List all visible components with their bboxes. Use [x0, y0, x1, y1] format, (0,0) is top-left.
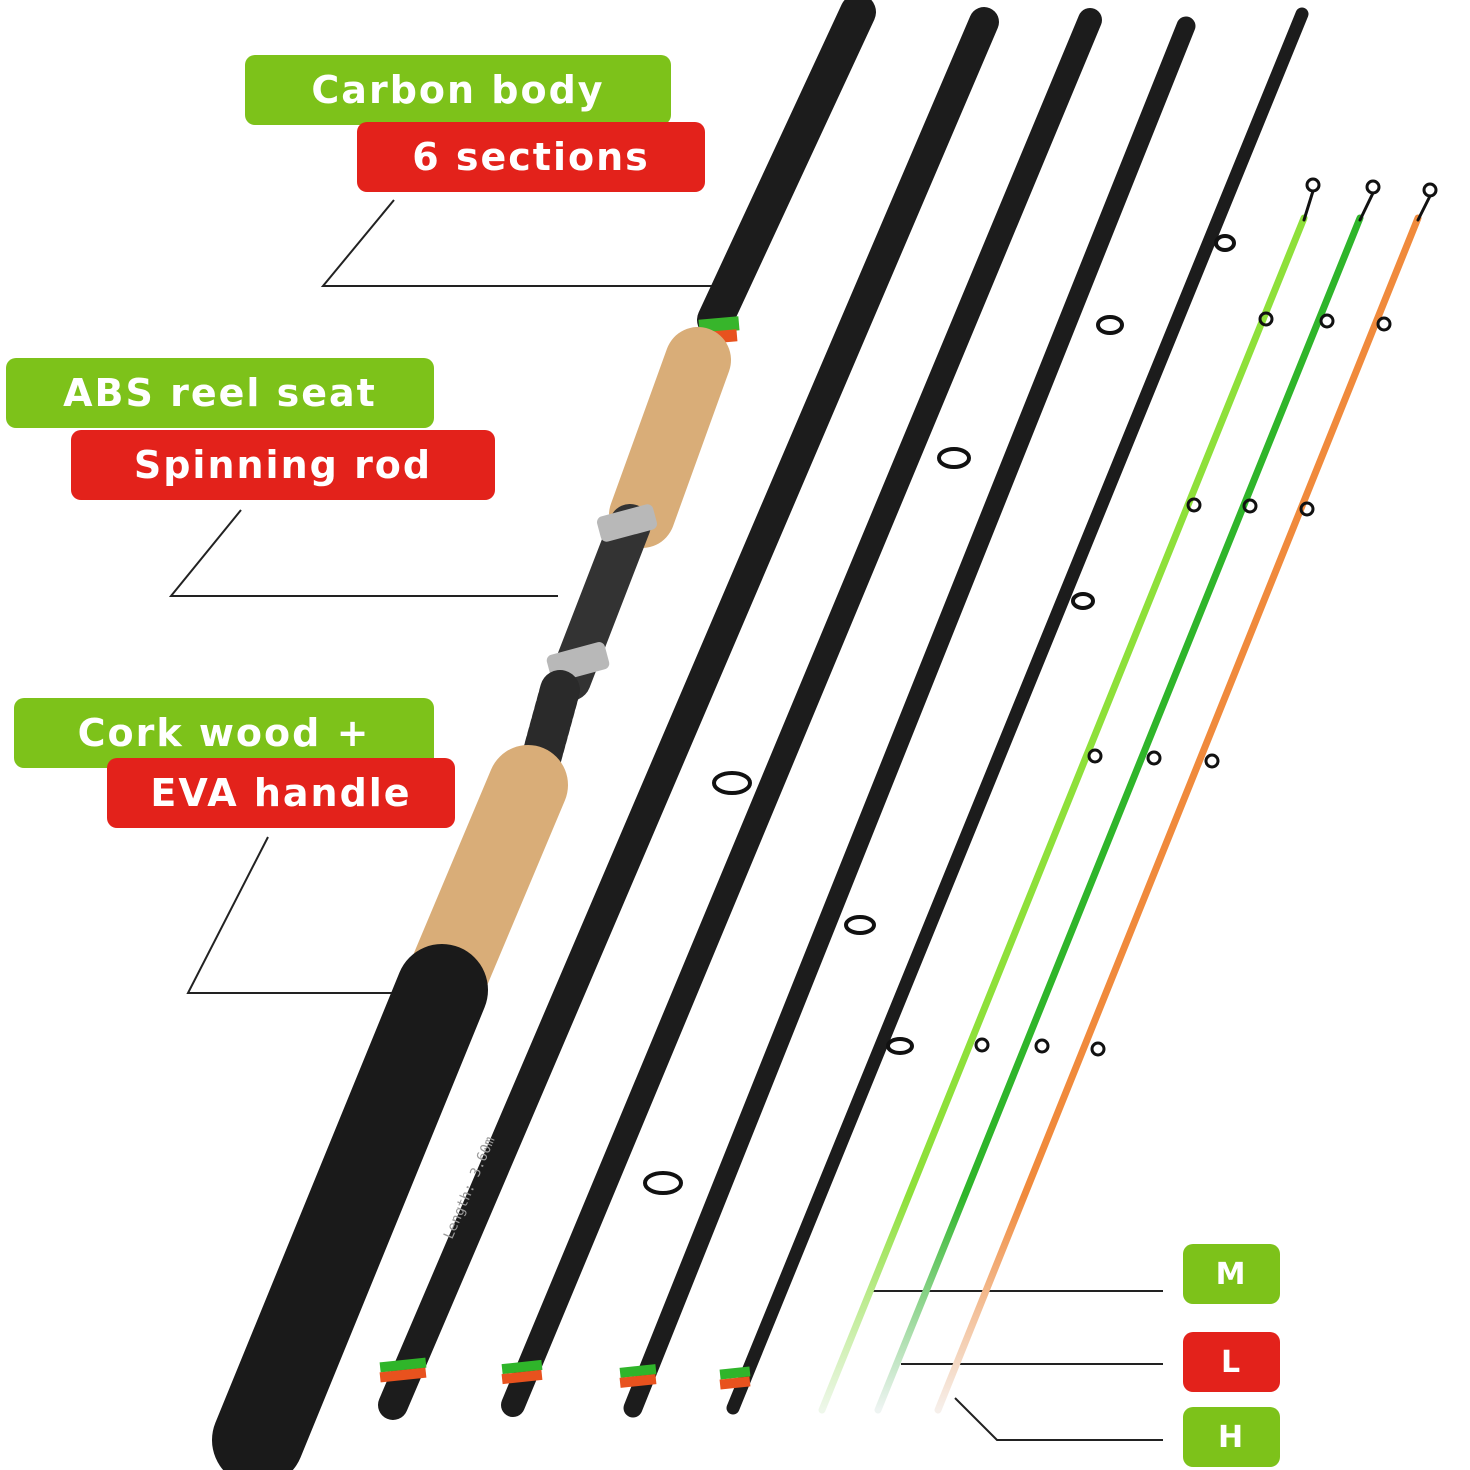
ferrule-band	[501, 1369, 543, 1385]
rod-guide	[886, 1037, 914, 1055]
tip-eye	[1376, 316, 1392, 332]
tip-green	[874, 214, 1364, 1414]
rod-guide	[1096, 315, 1124, 335]
rod-guide	[712, 771, 752, 795]
tip-eye	[1242, 498, 1258, 514]
tip-eye	[1186, 497, 1202, 513]
tip-sections	[818, 177, 1438, 1414]
tip-eye	[1299, 501, 1315, 517]
tip-eye	[1034, 1038, 1050, 1054]
ferrule-band	[619, 1374, 657, 1388]
upper-cork-grip	[609, 327, 731, 548]
callout-lines	[168, 199, 1163, 1441]
rod-guide	[1071, 592, 1095, 610]
ferrule-band	[379, 1367, 427, 1383]
callout-line-reel-seat	[168, 509, 558, 597]
tip-eye	[1258, 311, 1274, 327]
callout-line-carbon	[320, 199, 712, 287]
rod-section-4	[623, 16, 1196, 1418]
butt-blank-upper	[697, 0, 876, 338]
tag-carbon-body: Carbon body	[245, 55, 671, 125]
tag-eva-handle: EVA handle	[107, 758, 455, 828]
tag-six-sections: 6 sections	[357, 122, 705, 192]
rod-section-2	[378, 7, 999, 1420]
callout-line-h	[954, 1397, 1163, 1441]
tip-label-m: M	[1183, 1244, 1280, 1304]
rod-guide	[844, 915, 876, 935]
tip-light-green	[818, 214, 1308, 1414]
ferrule-band	[501, 1359, 543, 1375]
rod-guide	[1214, 234, 1236, 252]
tip-eye	[1319, 313, 1335, 329]
rod-guide	[643, 1171, 683, 1195]
butt-section	[212, 0, 876, 1470]
reel-seat-hood-upper	[596, 504, 658, 542]
tag-cork-wood: Cork wood +	[14, 698, 434, 768]
ferrule-band	[379, 1357, 427, 1373]
tip-eye	[1305, 177, 1321, 193]
tip-label-l: L	[1183, 1332, 1280, 1392]
tip-eye	[1204, 753, 1220, 769]
ferrule-band	[719, 1366, 751, 1380]
tip-eye	[974, 1037, 990, 1053]
ferrule-band	[619, 1364, 657, 1378]
rod-section-5	[726, 7, 1309, 1415]
lower-cork-grip	[406, 745, 568, 1020]
tip-eye	[1146, 750, 1162, 766]
tip-orange	[934, 214, 1422, 1414]
tip-eye	[1087, 748, 1103, 764]
tip-label-h: H	[1183, 1407, 1280, 1467]
tip-eye	[1365, 179, 1381, 195]
tag-abs-reel-seat: ABS reel seat	[6, 358, 434, 428]
callout-line-handle	[186, 836, 398, 994]
rod-guide	[937, 447, 971, 469]
rod-section-3	[501, 8, 1102, 1417]
tip-eye	[1422, 182, 1438, 198]
tag-spinning-rod: Spinning rod	[71, 430, 495, 500]
tip-eye	[1090, 1041, 1106, 1057]
eva-butt-grip	[212, 944, 488, 1470]
ferrule-band	[719, 1376, 751, 1390]
